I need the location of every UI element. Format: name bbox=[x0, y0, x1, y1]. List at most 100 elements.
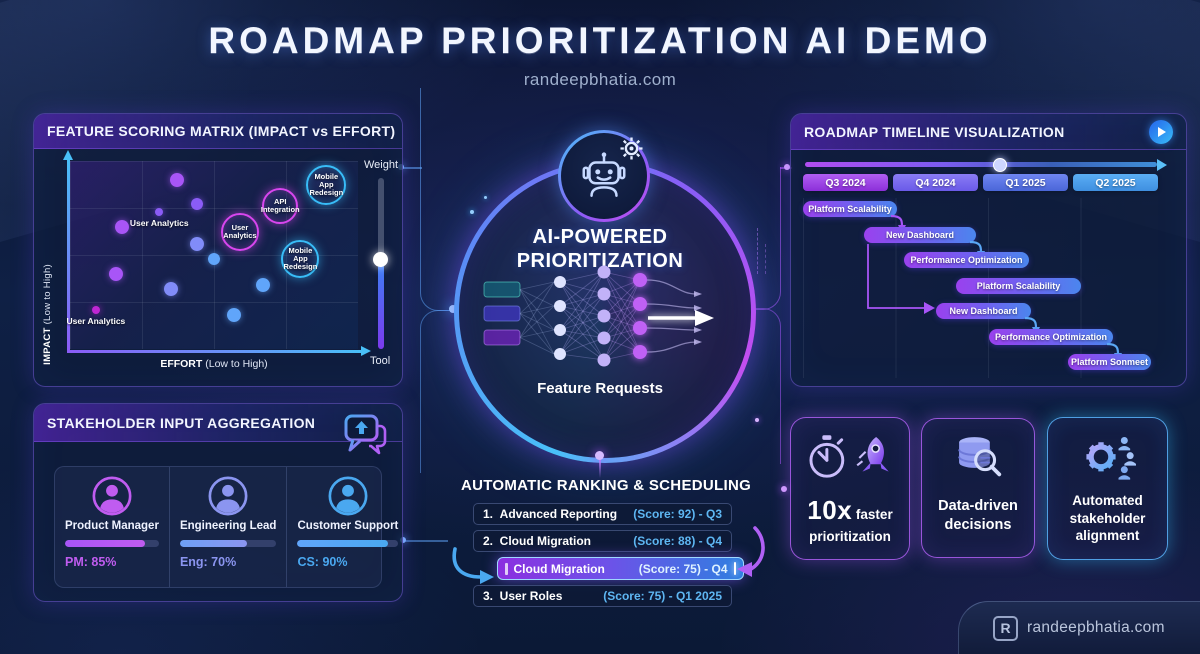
circuit-line-dashed bbox=[765, 244, 766, 274]
ranking-item-name: 3. User Roles bbox=[483, 589, 563, 603]
feature-dot[interactable] bbox=[91, 305, 100, 314]
glow-dot bbox=[781, 486, 787, 492]
gear-icon bbox=[620, 137, 643, 160]
stakeholder-percent: PM: 85% bbox=[65, 555, 117, 569]
brand-logo: R bbox=[993, 615, 1018, 641]
stakeholder-role: Product Manager bbox=[65, 520, 159, 532]
ranking-row-dragged[interactable]: Cloud Migration (Score: 75) - Q4 bbox=[497, 557, 744, 580]
stakeholder-progress bbox=[65, 540, 159, 547]
ranking-row[interactable]: 1. Advanced Reporting(Score: 92) - Q3 bbox=[473, 503, 732, 525]
hub-connector-dot bbox=[595, 451, 604, 460]
feature-dot[interactable] bbox=[190, 198, 203, 211]
quarter-chip[interactable]: Q1 2025 bbox=[983, 174, 1068, 191]
feature-scoring-header: FEATURE SCORING MATRIX (IMPACT vs EFFORT… bbox=[34, 114, 402, 149]
stopwatch-icon bbox=[809, 435, 845, 478]
ranking-title: AUTOMATIC RANKING & SCHEDULING bbox=[460, 477, 752, 494]
feature-dot[interactable] bbox=[227, 308, 242, 323]
glow-dot bbox=[484, 196, 487, 199]
drag-grip bbox=[505, 562, 508, 575]
feature-dot[interactable] bbox=[109, 266, 124, 281]
play-icon bbox=[1158, 126, 1166, 137]
feature-bubble[interactable]: User Analytics bbox=[220, 213, 259, 252]
feature-scoring-title: FEATURE SCORING MATRIX (IMPACT vs EFFORT… bbox=[47, 123, 396, 139]
drag-arrow-left bbox=[452, 547, 494, 584]
timeline-slider-track[interactable] bbox=[805, 162, 1157, 167]
feature-dot[interactable] bbox=[114, 219, 129, 234]
feature-dot[interactable] bbox=[169, 172, 184, 187]
ranking-item-name: Cloud Migration bbox=[513, 561, 605, 576]
circuit-line-dashed bbox=[757, 228, 758, 274]
x-axis bbox=[67, 350, 363, 353]
quarter-chip[interactable]: Q2 2025 bbox=[1073, 174, 1158, 191]
benefit-align-line2: stakeholder bbox=[1069, 510, 1146, 526]
page-subtitle: randeepbhatia.com bbox=[523, 70, 677, 89]
benefit-faster: faster bbox=[852, 507, 893, 522]
benefit-data-line2: decisions bbox=[944, 516, 1012, 533]
neural-network-graphic bbox=[483, 265, 714, 367]
benefit-10x: 10x bbox=[807, 495, 853, 525]
stakeholder-card: Customer Support CS: 90% bbox=[286, 467, 408, 587]
x-axis-label: EFFORT (Low to High) bbox=[160, 358, 268, 370]
timeline-slider-knob[interactable] bbox=[992, 158, 1007, 172]
timeline-header: ROADMAP TIMELINE VISUALIZATION bbox=[791, 114, 1186, 150]
quarter-chip[interactable]: Q4 2024 bbox=[893, 174, 978, 191]
gantt-bar[interactable]: Platform Scalability bbox=[956, 277, 1081, 294]
feature-dot[interactable] bbox=[208, 252, 220, 265]
stakeholder-percent: Eng: 70% bbox=[179, 555, 237, 569]
gantt-bar[interactable]: Platform Sonmeet bbox=[1068, 354, 1151, 370]
circuit-line bbox=[420, 88, 455, 311]
hub-title-line1: AI-POWERED bbox=[532, 226, 668, 248]
feature-dot[interactable] bbox=[255, 278, 270, 293]
play-button[interactable] bbox=[1149, 119, 1173, 144]
brand-url: randeepbhatia.com bbox=[1027, 619, 1165, 636]
glow-dot bbox=[755, 418, 759, 422]
page-title: ROADMAP PRIORITIZATION AI DEMO bbox=[208, 20, 992, 61]
feature-bubble[interactable]: Mobile App Redesign bbox=[306, 165, 347, 206]
ranking-list: 1. Advanced Reporting(Score: 92) - Q3 2. … bbox=[450, 503, 762, 607]
drag-arrow-right bbox=[737, 526, 765, 577]
y-axis bbox=[67, 158, 70, 350]
feature-bubble[interactable]: Mobile App Redesign bbox=[281, 239, 320, 278]
stakeholder-progress bbox=[179, 540, 277, 547]
gantt-bar[interactable]: Performance Optimization bbox=[989, 328, 1113, 345]
weight-slider-knob[interactable] bbox=[373, 252, 388, 267]
stakeholder-header: STAKEHOLDER INPUT AGGREGATION bbox=[34, 404, 402, 442]
stakeholder-title: STAKEHOLDER INPUT AGGREGATION bbox=[47, 414, 316, 431]
robot-icon bbox=[582, 152, 626, 197]
feature-dot-label: User Analytics bbox=[129, 217, 189, 228]
drag-caret bbox=[733, 562, 736, 575]
benefit-card-alignment: Automated stakeholder alignment bbox=[1047, 417, 1168, 560]
circuit-line bbox=[420, 310, 455, 473]
benefit-align-line1: Automated bbox=[1072, 493, 1143, 508]
glow-dot bbox=[470, 210, 474, 214]
gantt-bar[interactable]: New Dashboard bbox=[936, 303, 1031, 319]
stakeholder-card: Engineering Lead Eng: 70% bbox=[168, 467, 287, 587]
feedback-upload-icon bbox=[344, 414, 387, 455]
quarter-chip[interactable]: Q3 2024 bbox=[803, 174, 888, 191]
y-axis-arrow bbox=[63, 150, 73, 160]
circuit-line bbox=[403, 540, 448, 542]
feature-dot[interactable] bbox=[163, 281, 178, 296]
gantt-bar[interactable]: New Dashboard bbox=[864, 226, 976, 243]
feature-bubble[interactable]: API Integration bbox=[261, 188, 300, 225]
person-avatar-icon bbox=[328, 476, 368, 516]
x-axis-arrow bbox=[361, 346, 371, 356]
ranking-item-score: (Score: 75) - Q4 bbox=[638, 561, 728, 576]
benefit-align-line3: alignment bbox=[1075, 528, 1140, 544]
brand-footer: R randeepbhatia.com bbox=[958, 601, 1200, 654]
hub-caption: Feature Requests bbox=[537, 380, 663, 397]
gantt-bar[interactable]: Performance Optimization bbox=[904, 252, 1029, 268]
feature-dot[interactable] bbox=[155, 207, 164, 216]
stakeholder-card: Product Manager PM: 85% bbox=[55, 467, 169, 587]
ranking-row[interactable]: 2. Cloud Migration(Score: 88) - Q4 bbox=[473, 530, 732, 552]
rocket-icon bbox=[856, 437, 889, 472]
ranking-row[interactable]: 3. User Roles(Score: 75) - Q1 2025 bbox=[473, 585, 732, 607]
timeline-slider-arrow bbox=[1157, 158, 1167, 171]
ranking-item-name: 1. Advanced Reporting bbox=[483, 507, 618, 521]
stakeholder-role: Engineering Lead bbox=[179, 520, 277, 532]
quarter-chips: Q3 2024 Q4 2024 Q1 2025 Q2 2025 bbox=[803, 174, 1158, 191]
gantt-bar[interactable]: Platform Scalability bbox=[803, 201, 897, 217]
feature-dot[interactable] bbox=[189, 236, 204, 251]
